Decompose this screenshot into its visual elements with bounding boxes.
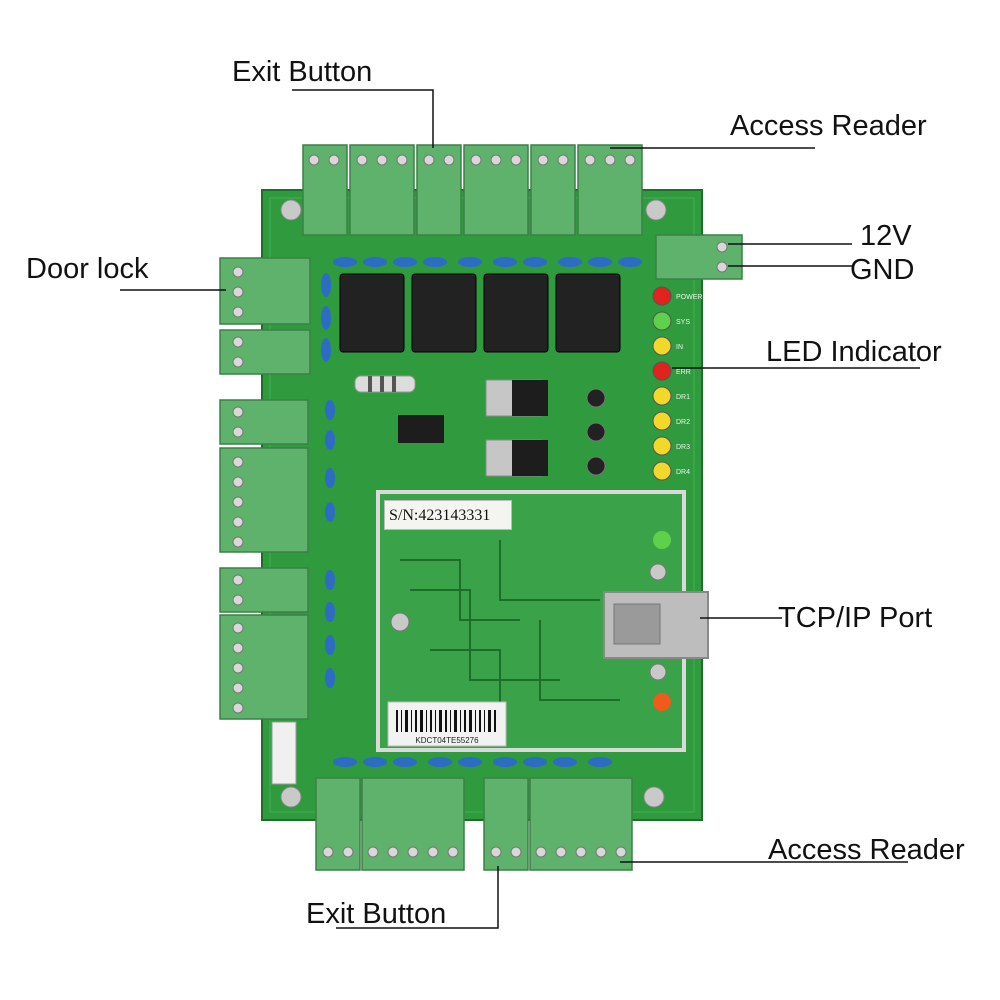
leader-lines (120, 89, 920, 929)
led-power (652, 286, 672, 306)
mounting-holes (280, 199, 667, 808)
rj45-port (603, 591, 709, 659)
module-screw (649, 563, 667, 581)
bottom-terminal-screws (322, 846, 627, 858)
led-label-dr2: DR2 (676, 419, 690, 426)
ic-chip (398, 415, 444, 443)
leader-exit-button-bottom (336, 866, 499, 929)
label-access-reader-top: Access Reader (730, 110, 927, 142)
led-dr1 (652, 386, 672, 406)
label-12v: 12V (860, 220, 912, 252)
power-resistor (354, 375, 416, 393)
power-terminal (655, 234, 743, 280)
bottom-capacitor-row (333, 757, 612, 767)
module-screw (390, 612, 410, 632)
top-capacitor-row (333, 257, 642, 267)
led-label-dr4: DR4 (676, 469, 690, 476)
label-exit-button-bottom: Exit Button (306, 898, 447, 930)
module-link-led (653, 531, 671, 549)
module-screw (649, 663, 667, 681)
module-act-led (653, 693, 671, 711)
label-exit-button-top: Exit Button (232, 56, 373, 88)
relays (339, 273, 621, 353)
label-gnd: GND (850, 254, 915, 286)
leader-exit-button-top (292, 89, 434, 148)
led-err (652, 361, 672, 381)
led-label-in: IN (676, 344, 683, 351)
barcode-sticker (387, 701, 507, 747)
led-dr2 (652, 411, 672, 431)
voltage-regulators (485, 379, 548, 477)
top-terminal-screws (308, 154, 636, 166)
network-module-traces (400, 540, 620, 720)
left-terminal-screws (232, 266, 244, 714)
label-access-reader-bottom: Access Reader (768, 834, 965, 866)
led-dr4 (652, 461, 672, 481)
label-tcpip-port: TCP/IP Port (778, 602, 933, 634)
electrolytic-capacitors (586, 388, 606, 476)
label-door-lock: Door lock (26, 253, 149, 285)
led-dr3 (652, 436, 672, 456)
side-connector (271, 721, 297, 785)
led-label-dr3: DR3 (676, 444, 690, 451)
left-capacitor-column (321, 273, 335, 688)
led-label-power: POWER (676, 294, 702, 301)
label-led-indicator: LED Indicator (766, 336, 942, 368)
led-sys (652, 311, 672, 331)
led-in (652, 336, 672, 356)
led-label-err: ERR (676, 369, 691, 376)
serial-number-label: S/N:423143331 (384, 500, 512, 530)
led-label-dr1: DR1 (676, 394, 690, 401)
barcode-text: KDCT04TE55276 (415, 736, 479, 745)
led-label-sys: SYS (676, 319, 690, 326)
